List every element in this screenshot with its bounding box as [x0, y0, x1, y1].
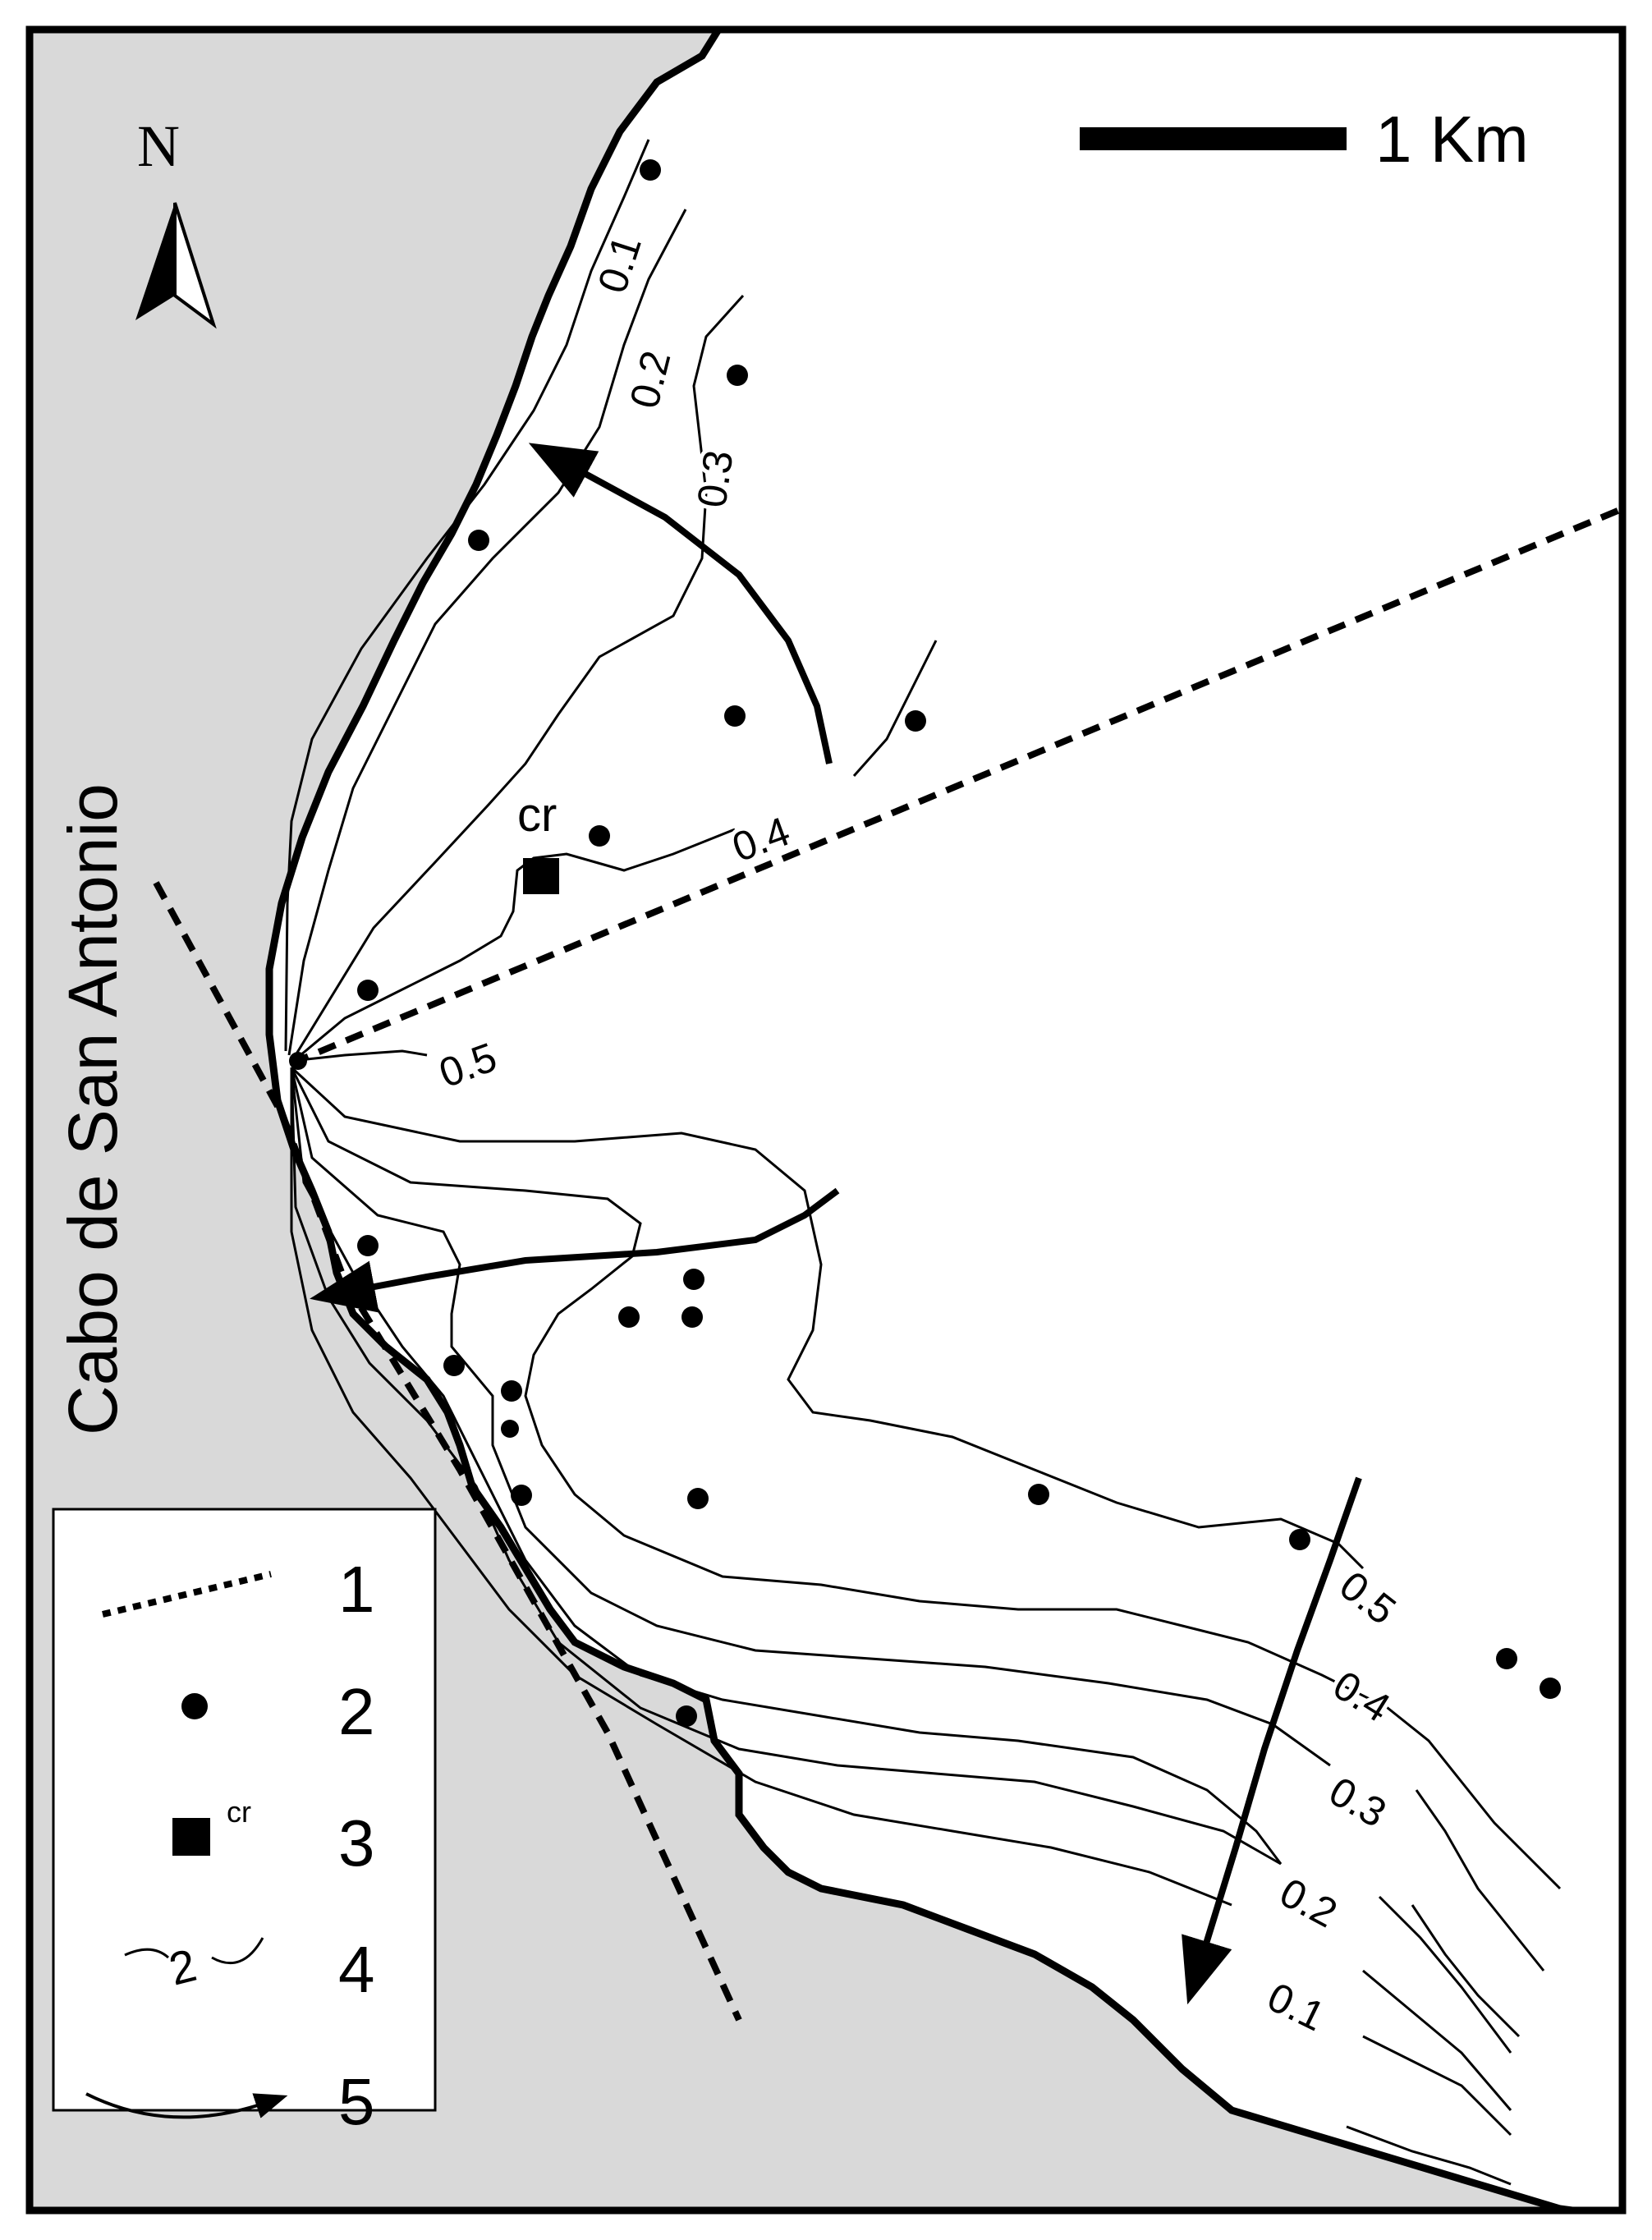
- map-frame: [25, 25, 1627, 2215]
- section-line-se: [153, 881, 742, 2022]
- scale-bar: [1080, 127, 1347, 150]
- isoline-south-5: [290, 1067, 1283, 1865]
- sampling-point: [511, 1485, 532, 1506]
- isoline-south-3: [290, 1067, 1331, 1767]
- sampling-point: [501, 1420, 519, 1438]
- legend: 1 2 cr 3 2 4 5: [52, 1508, 437, 2138]
- north-arrow-icon: [135, 202, 217, 329]
- sampling-point: [727, 365, 748, 386]
- isoline-south-6: [1411, 1904, 1521, 2038]
- legend-symbol-isoline: [124, 1937, 264, 1965]
- sampling-point: [676, 1705, 697, 1727]
- isoline-north-6: [291, 1049, 428, 1063]
- sampling-point: [683, 1269, 704, 1290]
- isolines: [284, 139, 1562, 2186]
- sampling-point: [1028, 1484, 1049, 1505]
- sampling-point: [468, 530, 489, 551]
- sampling-point: [357, 980, 379, 1001]
- isoline-north-3: [294, 294, 745, 1056]
- isoline-north-4: [852, 640, 938, 777]
- sampling-point: [681, 1306, 703, 1328]
- sampling-point: [724, 705, 746, 727]
- sampling-point: [618, 1306, 640, 1328]
- legend-number: 2: [338, 1675, 375, 1748]
- north-label: N: [137, 113, 180, 179]
- isoline-north-2: [287, 209, 687, 1056]
- isoline-south-10: [1362, 1969, 1512, 2111]
- legend-number: 1: [338, 1553, 375, 1626]
- isoline-south-9: [290, 1067, 1232, 1907]
- sampling-point: [1496, 1648, 1517, 1669]
- place-name: Cabo de San Antonio: [54, 783, 131, 1435]
- sampling-point: [443, 1355, 465, 1376]
- sampling-point: [905, 710, 926, 732]
- legend-symbol-dotted-line: [102, 1571, 272, 1618]
- sampling-point: [357, 1235, 379, 1256]
- isoline-label: 0.3: [688, 448, 741, 511]
- legend-symbol-square: [172, 1818, 210, 1856]
- station-label: cr: [517, 788, 557, 842]
- station-square: [523, 858, 559, 894]
- scale-label: 1 Km: [1375, 103, 1529, 176]
- isoline-north-1: [284, 139, 650, 1052]
- section-line-ne: [290, 506, 1623, 1067]
- sampling-points: [289, 159, 1561, 1727]
- isoline-south-4: [1415, 1789, 1545, 1971]
- legend-symbol-arrow: [85, 2092, 288, 2119]
- transport-arrow-north: [528, 443, 833, 764]
- sampling-point: [640, 159, 661, 181]
- legend-symbol-tag: cr: [227, 1795, 251, 1829]
- isoline-south-7: [290, 1067, 1282, 1866]
- legend-number: 4: [338, 1933, 375, 2006]
- isoline-south-8: [1378, 1895, 1512, 2054]
- transport-arrow-middle: [310, 1187, 840, 1313]
- sampling-point: [589, 825, 610, 847]
- legend-number: 5: [338, 2065, 375, 2138]
- legend-symbol-dot: [181, 1693, 208, 1719]
- sampling-point: [1540, 1678, 1561, 1699]
- isoline-south-1: [290, 1066, 1365, 1570]
- sampling-point: [687, 1488, 709, 1509]
- transport-arrow-south: [1182, 1476, 1362, 2005]
- sampling-point: [1289, 1529, 1310, 1550]
- isoline-north-5: [295, 828, 736, 1061]
- legend-number: 3: [338, 1806, 375, 1880]
- isoline-south-11: [1362, 2035, 1512, 2137]
- sampling-point: [289, 1052, 307, 1070]
- isoline-south-12: [1346, 2125, 1512, 2186]
- isoline-south-2: [290, 1067, 1562, 1890]
- sampling-point: [501, 1380, 522, 1402]
